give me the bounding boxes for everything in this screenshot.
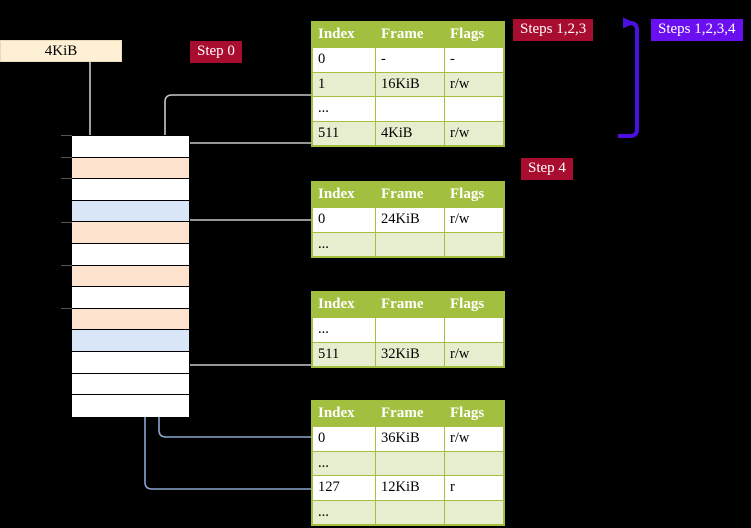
badge-step-0-label: Step 0 <box>197 43 235 59</box>
memory-cell-6 <box>72 265 189 288</box>
page-table-level-4: Index Frame Flags 0 - - 1 16KiB r/w ... … <box>311 21 505 147</box>
column-header-index: Index <box>311 181 376 208</box>
memory-cell-12 <box>72 395 189 417</box>
memory-cell-10 <box>72 352 189 374</box>
badge-steps-1234-label: Steps 1,2,3,4 <box>658 21 736 37</box>
frame-size-text: 4KiB <box>44 43 78 59</box>
badge-steps-123: Steps 1,2,3 <box>513 19 594 42</box>
cell-index: ... <box>311 499 376 526</box>
cell-frame: - <box>375 47 445 73</box>
cell-index: 0 <box>311 207 376 233</box>
page-table-level-1: Index Frame Flags 0 36KiB r/w ... 127 12… <box>311 400 505 526</box>
column-header-flags: Flags <box>444 400 505 427</box>
badge-steps-1234: Steps 1,2,3,4 <box>651 19 743 42</box>
memory-tick-2 <box>61 178 72 179</box>
cell-frame: 4KiB <box>375 120 445 147</box>
cell-index: ... <box>311 450 376 476</box>
memory-cell-7 <box>72 287 189 309</box>
cell-frame <box>375 450 445 476</box>
column-header-index: Index <box>311 291 376 318</box>
column-header-index: Index <box>311 400 376 427</box>
memory-cell-8 <box>72 308 189 331</box>
badge-steps-123-label: Steps 1,2,3 <box>520 21 587 37</box>
table-row: 0 24KiB r/w <box>311 207 505 233</box>
memory-tick-1 <box>61 157 72 158</box>
table-row: 0 - - <box>311 47 505 73</box>
badge-step-4-label: Step 4 <box>528 160 566 176</box>
cell-flags <box>444 499 505 526</box>
memory-cell-4 <box>72 222 189 244</box>
table-header-row: Index Frame Flags <box>311 21 505 48</box>
cell-index: 0 <box>311 426 376 452</box>
cell-index: 1 <box>311 71 376 97</box>
cell-flags: - <box>444 47 505 73</box>
table-row-highlighted: 511 4KiB r/w <box>311 120 505 147</box>
cell-frame <box>375 96 445 122</box>
cell-flags <box>444 96 505 122</box>
column-header-flags: Flags <box>444 21 505 48</box>
cell-frame <box>375 231 445 258</box>
cell-index: 127 <box>311 475 376 501</box>
table-row: 127 12KiB r <box>311 475 505 501</box>
cell-flags <box>444 317 505 343</box>
frame-size-label: 4KiB <box>0 40 122 62</box>
table-header-row: Index Frame Flags <box>311 400 505 427</box>
memory-cell-3 <box>72 200 189 223</box>
memory-cell-2 <box>72 179 189 201</box>
page-table-level-2: Index Frame Flags ... 511 32KiB r/w <box>311 291 505 368</box>
memory-tick-6 <box>61 265 72 266</box>
cell-index: ... <box>311 96 376 122</box>
cell-flags: r <box>444 475 505 501</box>
table-row: ... <box>311 450 505 476</box>
cell-frame: 32KiB <box>375 341 445 368</box>
column-header-flags: Flags <box>444 181 505 208</box>
cell-frame: 36KiB <box>375 426 445 452</box>
cell-flags <box>444 231 505 258</box>
memory-cell-0 <box>72 136 189 158</box>
memory-cell-5 <box>72 244 189 266</box>
memory-cell-9 <box>72 330 189 352</box>
page-table-level-3: Index Frame Flags 0 24KiB r/w ... <box>311 181 505 258</box>
cell-flags <box>444 450 505 476</box>
table-header-row: Index Frame Flags <box>311 181 505 208</box>
cell-flags: r/w <box>444 71 505 97</box>
table-row: 1 16KiB r/w <box>311 71 505 97</box>
table-row: ... <box>311 231 505 258</box>
column-header-frame: Frame <box>375 291 445 318</box>
physical-memory-column <box>71 135 190 417</box>
table-row: ... <box>311 499 505 526</box>
table-row: 511 32KiB r/w <box>311 341 505 368</box>
memory-tick-8 <box>61 308 72 309</box>
cell-index: 0 <box>311 47 376 73</box>
column-header-index: Index <box>311 21 376 48</box>
cell-flags: r/w <box>444 120 505 147</box>
column-header-frame: Frame <box>375 21 445 48</box>
memory-cell-1 <box>72 157 189 180</box>
cell-flags: r/w <box>444 207 505 233</box>
memory-tick-4 <box>61 222 72 223</box>
cell-frame: 16KiB <box>375 71 445 97</box>
cell-index: 511 <box>311 120 376 147</box>
table-header-row: Index Frame Flags <box>311 291 505 318</box>
cell-frame: 12KiB <box>375 475 445 501</box>
badge-step-0: Step 0 <box>190 41 242 64</box>
column-header-frame: Frame <box>375 400 445 427</box>
column-header-flags: Flags <box>444 291 505 318</box>
cell-index: ... <box>311 231 376 258</box>
column-header-frame: Frame <box>375 181 445 208</box>
cell-frame: 24KiB <box>375 207 445 233</box>
badge-step-4: Step 4 <box>521 158 573 181</box>
cell-frame <box>375 317 445 343</box>
table-row: ... <box>311 317 505 343</box>
cell-index: ... <box>311 317 376 343</box>
cell-flags: r/w <box>444 341 505 368</box>
cell-frame <box>375 499 445 526</box>
memory-tick-0 <box>61 135 72 136</box>
cell-index: 511 <box>311 341 376 368</box>
cell-flags: r/w <box>444 426 505 452</box>
table-row: ... <box>311 96 505 122</box>
table-row: 0 36KiB r/w <box>311 426 505 452</box>
memory-cell-11 <box>72 373 189 396</box>
